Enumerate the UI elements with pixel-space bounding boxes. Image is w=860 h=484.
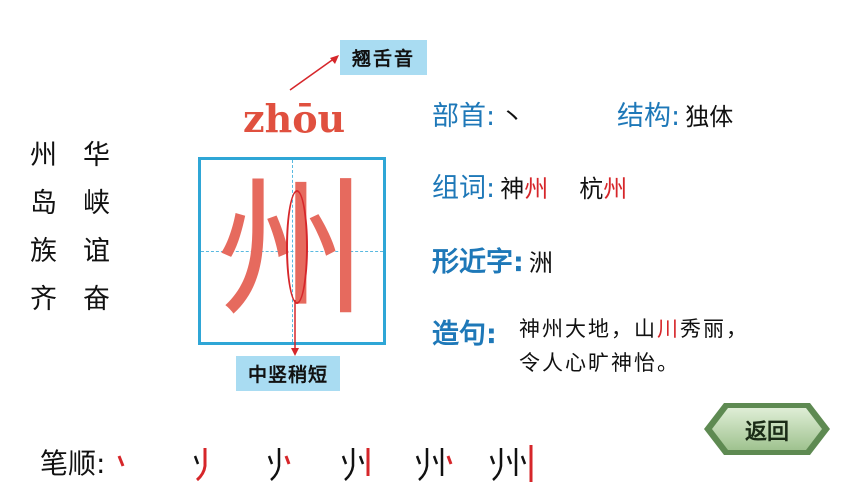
stroke-order-label: 笔顺: [40,447,106,480]
character-list: 州 华 岛 峡 族 谊 齐 奋 [30,132,110,324]
stroke-step-4 [342,448,370,481]
back-button-label: 返回 [744,420,789,445]
words-row: 组词: 神州 杭州 [432,166,627,205]
word: 神州 [500,175,549,203]
highlight-ellipse [286,190,308,304]
char: 族 [30,236,57,267]
sentence-label: 造句: [432,319,497,350]
structure-value: 独体 [685,103,734,131]
similar-label: 形近字: [432,247,524,278]
pinyin: zhōu [243,96,346,141]
char: 谊 [83,236,110,267]
sentence-line: 令人心旷神怡。 [519,351,680,375]
char: 华 [83,140,110,171]
similar-value: 洲 [528,249,553,277]
similar-row: 形近字: 洲 [432,240,553,279]
stroke-step-1 [118,455,125,467]
sentence: 神州大地，山川秀丽， 令人心旷神怡。 [519,312,749,380]
char-row: 岛 峡 [30,180,110,228]
stroke-step-3 [268,448,291,481]
radical-row: 部首: 丶 [432,94,524,133]
char-row: 齐 奋 [30,276,110,324]
stroke-step-5 [416,448,453,481]
char: 齐 [30,284,57,315]
retroflex-tag: 翘舌音 [340,40,428,75]
back-button[interactable]: 返回 [702,401,832,457]
stroke-note-tag: 中竖稍短 [236,356,341,391]
char: 峡 [83,188,110,219]
char: 州 [30,140,57,171]
char-row: 州 华 [30,132,110,180]
word: 杭州 [579,175,628,203]
radical-label: 部首: [432,101,496,132]
words-label: 组词: [432,173,496,204]
structure-label: 结构: [617,101,681,132]
char: 岛 [30,188,57,219]
sentence-line: 神州大地，山川秀丽， [519,317,749,341]
character-grid: 州 [198,157,386,345]
char-row: 族 谊 [30,228,110,276]
arrow-icon [291,300,299,356]
radical-value: 丶 [500,103,525,131]
stroke-step-2 [194,448,207,482]
arrow-icon [289,55,339,91]
structure-row: 结构: 独体 [617,94,733,133]
stroke-order: 笔顺: [40,440,549,484]
stroke-step-6 [490,445,533,482]
char: 奋 [83,284,110,315]
